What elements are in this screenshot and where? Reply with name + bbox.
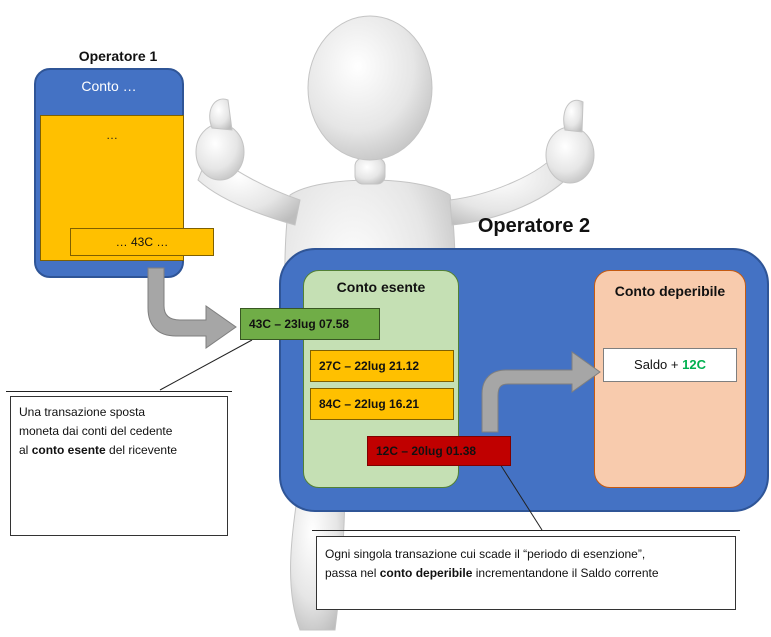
operator1-title: Operatore 1: [78, 48, 158, 64]
expiring-transaction: 12C – 20lug 01.38: [367, 436, 511, 466]
saldo-label: Saldo +: [634, 357, 683, 372]
exempt-account-title: Conto esente: [336, 279, 426, 295]
operator1-account-placeholder: …: [106, 128, 118, 142]
callout-divider-bottom: [312, 530, 740, 531]
callout-divider-left: [6, 391, 232, 392]
exempt-transaction-3: 84C – 22lug 16.21: [310, 388, 454, 420]
expiry-arrow-icon: [481, 351, 601, 433]
expiry-note-line1: Ogni singola transazione cui scade il “p…: [325, 547, 646, 561]
operator2-title: Operatore 2: [477, 215, 591, 237]
operator1-account-label: Conto …: [81, 78, 137, 94]
exempt-transaction-1: 43C – 23lug 07.58: [240, 308, 380, 340]
transfer-arrow-icon: [147, 267, 237, 349]
exempt-transaction-2: 27C – 22lug 21.12: [310, 350, 454, 382]
transfer-note-line1: Una transazione sposta: [19, 405, 146, 419]
transfer-note-line3: al conto esente del ricevente: [19, 443, 178, 457]
transfer-note: Una transazione sposta moneta dai conti …: [10, 396, 228, 536]
expiry-note-line2: passa nel conto deperibile incrementando…: [325, 566, 659, 580]
exempt-account-emphasis: conto esente: [31, 443, 106, 457]
transfer-note-line2: moneta dai conti del cedente: [19, 424, 173, 438]
operator1-transaction: … 43C …: [70, 228, 214, 256]
saldo-box: Saldo + 12C: [603, 348, 737, 382]
saldo-amount: 12C: [682, 357, 706, 372]
perishable-account-title: Conto deperibile: [614, 283, 726, 299]
perishable-account-emphasis: conto deperibile: [379, 566, 473, 580]
expiry-note: Ogni singola transazione cui scade il “p…: [316, 536, 736, 610]
